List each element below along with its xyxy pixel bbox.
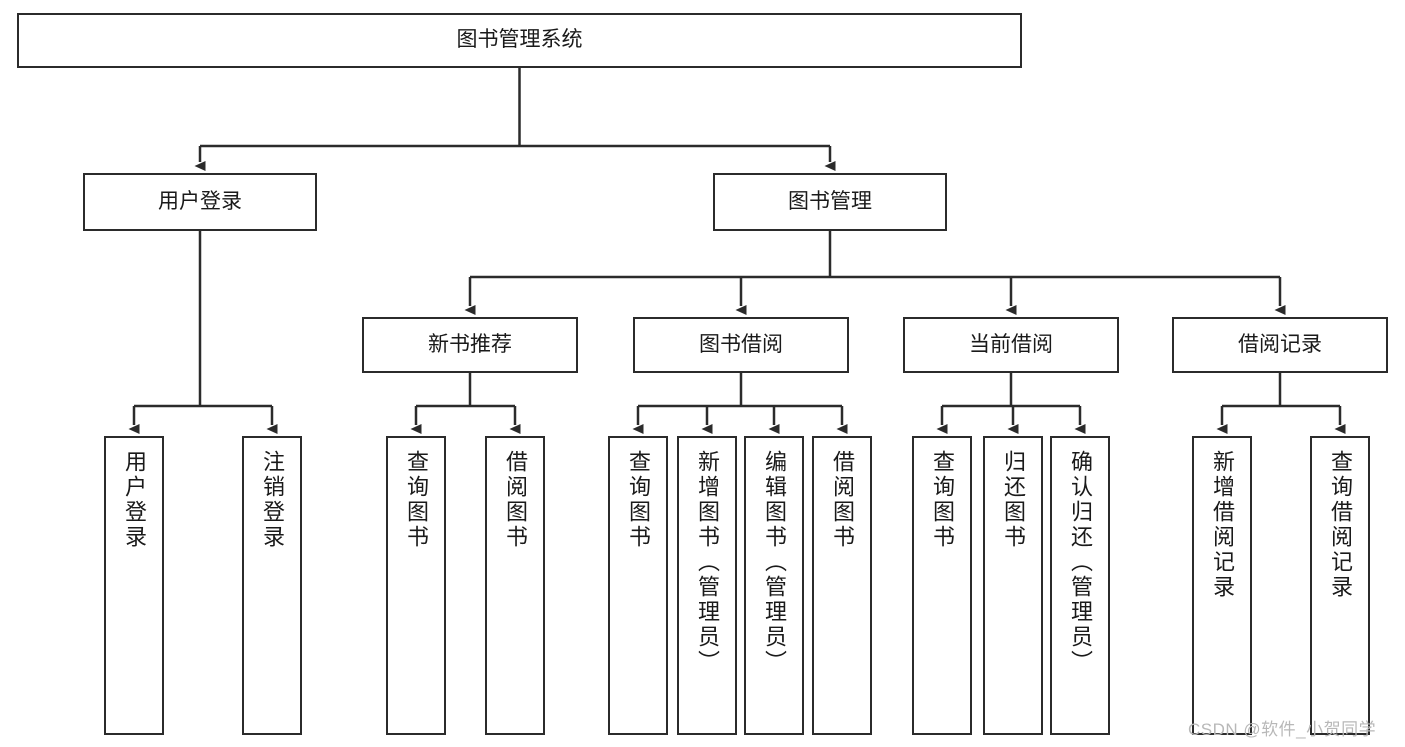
node-label: 借阅图书 xyxy=(503,450,528,550)
node-leaf-3[interactable]: 查询图书 xyxy=(386,436,446,735)
node-leaf-8[interactable]: 借阅图书 xyxy=(812,436,872,735)
node-label: 用户登录 xyxy=(158,189,242,213)
node-label: 图书管理系统 xyxy=(456,28,583,52)
node-leaf-1[interactable]: 用户登录 xyxy=(104,436,164,735)
node-root[interactable]: 图书管理系统 xyxy=(17,13,1022,68)
node-label: 查询图书 xyxy=(626,450,651,550)
node-label: 编辑图书（管理员） xyxy=(762,450,787,675)
node-leaf-13[interactable]: 查询借阅记录 xyxy=(1310,436,1370,735)
node-l2-2[interactable]: 图书管理 xyxy=(713,173,947,231)
node-l3-2[interactable]: 图书借阅 xyxy=(633,317,849,373)
node-label: 查询图书 xyxy=(404,450,429,550)
node-label: 当前借阅 xyxy=(969,332,1053,356)
node-l2-1[interactable]: 用户登录 xyxy=(83,173,317,231)
node-leaf-11[interactable]: 确认归还（管理员） xyxy=(1050,436,1110,735)
node-leaf-10[interactable]: 归还图书 xyxy=(983,436,1043,735)
node-leaf-12[interactable]: 新增借阅记录 xyxy=(1192,436,1252,735)
node-label: 借阅图书 xyxy=(830,450,855,550)
node-label: 注销登录 xyxy=(260,450,285,550)
node-l3-1[interactable]: 新书推荐 xyxy=(362,317,578,373)
node-label: 图书管理 xyxy=(788,189,872,213)
node-label: 图书借阅 xyxy=(699,332,783,356)
node-leaf-2[interactable]: 注销登录 xyxy=(242,436,302,735)
node-leaf-7[interactable]: 编辑图书（管理员） xyxy=(744,436,804,735)
node-label: 新增图书（管理员） xyxy=(695,450,720,675)
node-label: 查询图书 xyxy=(930,450,955,550)
csdn-watermark: CSDN @软件_小贺同学 xyxy=(1188,720,1377,739)
node-l3-3[interactable]: 当前借阅 xyxy=(903,317,1119,373)
node-label: 归还图书 xyxy=(1001,450,1026,550)
node-leaf-4[interactable]: 借阅图书 xyxy=(485,436,545,735)
node-label: 新书推荐 xyxy=(428,332,512,356)
node-leaf-5[interactable]: 查询图书 xyxy=(608,436,668,735)
node-l3-4[interactable]: 借阅记录 xyxy=(1172,317,1388,373)
node-label: 借阅记录 xyxy=(1238,332,1322,356)
node-leaf-6[interactable]: 新增图书（管理员） xyxy=(677,436,737,735)
node-label: 确认归还（管理员） xyxy=(1068,450,1093,675)
node-label: 查询借阅记录 xyxy=(1328,450,1353,600)
node-leaf-9[interactable]: 查询图书 xyxy=(912,436,972,735)
node-label: 新增借阅记录 xyxy=(1210,450,1235,600)
node-label: 用户登录 xyxy=(122,450,147,550)
